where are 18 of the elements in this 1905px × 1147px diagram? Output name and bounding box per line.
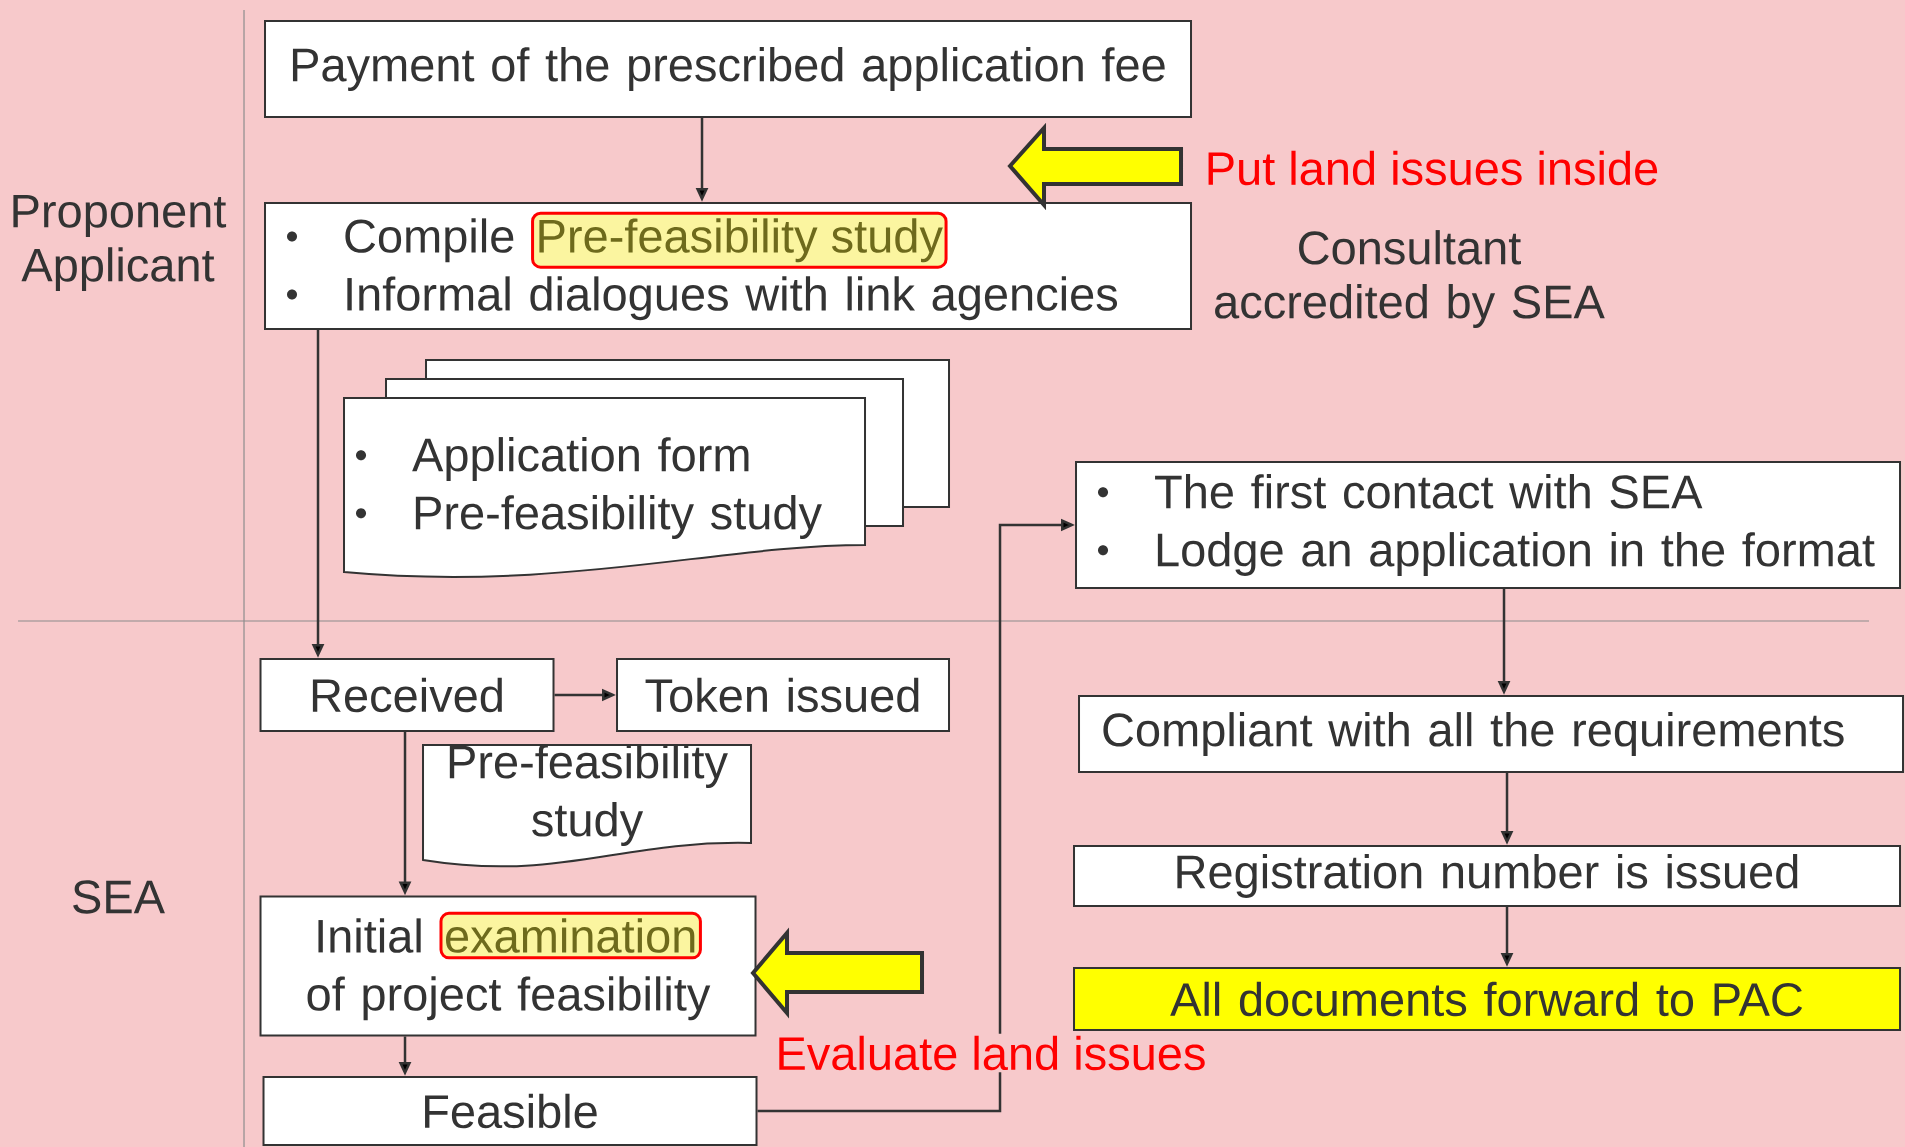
process-box: Feasible — [262, 1076, 758, 1146]
process-box: Payment of the prescribed application fee — [264, 20, 1192, 118]
process-box: Compile Pre-feasibility study Informal dialogues with link agencies — [264, 202, 1192, 330]
process-box: All documents forward to PAC — [1073, 967, 1901, 1031]
process-box: Token issued — [616, 658, 950, 732]
process-box: Initial examination of project feasibility — [259, 895, 757, 1037]
process-box: The first contact with SEA Lodge an application in the format — [1075, 461, 1901, 589]
highlight-box: Pre-feasibility study — [531, 211, 948, 269]
process-box: Received — [259, 658, 555, 732]
callout-text: Evaluate land issues — [773, 1033, 1209, 1073]
document-stack: Application form Pre-feasibility study — [343, 359, 950, 578]
lane-label: Proponent Applicant — [13, 194, 227, 292]
highlight-box: examination — [439, 911, 702, 960]
process-box: Registration number is issued — [1073, 845, 1901, 907]
annotation-text: Consultant accredited by SEA — [1215, 230, 1605, 328]
process-box: Compliant with all the requirements — [1078, 695, 1904, 773]
callout-text: Put land issues inside — [1208, 150, 1658, 186]
lane-label: SEA — [73, 880, 165, 914]
